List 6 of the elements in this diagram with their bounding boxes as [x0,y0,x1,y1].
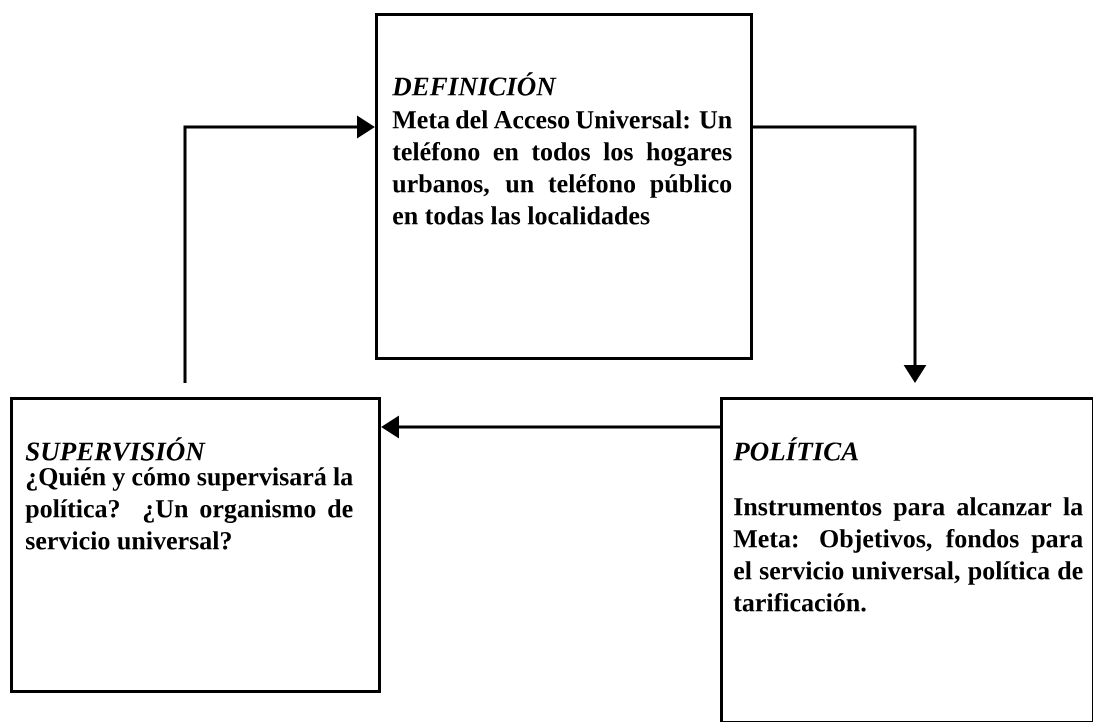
box-heading: SUPERVISIÓN [25,437,206,461]
box-heading: DEFINICIÓN [392,72,557,96]
box-description: Instrumentos para alcanzar la Meta: Objetivos, fondos para el servicio universal, política de tarificación. [733,497,1083,612]
box-description: ¿Quién y cómo supervisará la política? ¿Un organismo de servicio universal? [25,467,353,550]
box-heading: POLÍTICA [733,437,859,461]
box-description: Meta del Acceso Universal: Un teléfono en todos los hogares urbanos, un teléfono público en todas las localidades [392,110,732,225]
